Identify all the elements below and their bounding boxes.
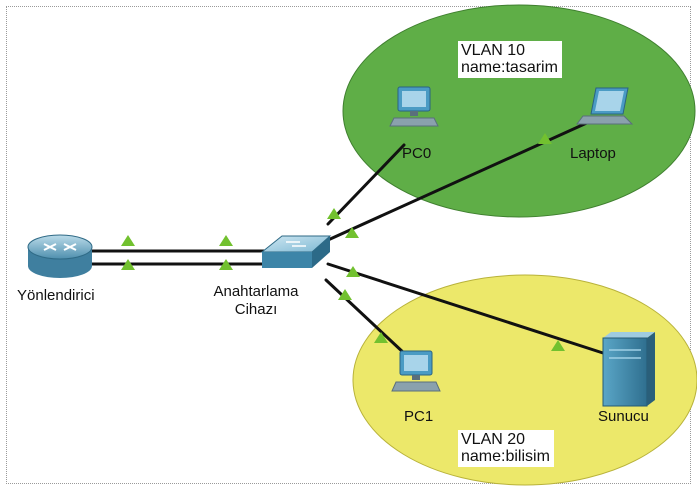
diagram-frame <box>6 6 691 484</box>
link-up-marker <box>374 332 388 343</box>
switch-icon[interactable] <box>260 235 332 268</box>
link-up-marker <box>346 266 360 277</box>
link-markers <box>121 133 565 351</box>
link-switch-server <box>326 262 605 355</box>
vlan20-zone <box>352 274 697 486</box>
link-up-marker <box>219 259 233 270</box>
switch-label-line2: Cihazı <box>234 301 278 318</box>
vlan20-label: VLAN 20 name:bilisim <box>458 430 554 467</box>
link-switch-pc0 <box>326 143 406 226</box>
desktop-pc-icon[interactable] <box>389 86 439 127</box>
router-label: Yönlendirici <box>17 287 95 304</box>
laptop-icon[interactable] <box>576 87 634 125</box>
vlan10-zone <box>342 4 696 218</box>
desktop-pc-icon[interactable] <box>391 350 441 392</box>
router-icon[interactable] <box>27 234 93 278</box>
vlan20-name: name:bilisim <box>461 448 550 465</box>
link-up-marker <box>338 289 352 300</box>
link-switch-laptop <box>326 115 602 242</box>
server-label: Sunucu <box>598 408 649 425</box>
laptop-label: Laptop <box>570 145 616 162</box>
vlan10-title: VLAN 10 <box>461 42 526 59</box>
link-up-marker <box>121 235 135 246</box>
link-switch-pc1 <box>324 278 407 356</box>
link-up-marker <box>538 133 552 144</box>
link-up-marker <box>551 340 565 351</box>
link-up-marker <box>327 208 341 219</box>
server-icon[interactable] <box>602 332 655 407</box>
switch-label-line1: Anahtarlama <box>213 283 299 300</box>
vlan10-name: name:tasarim <box>461 59 558 76</box>
vlan20-title: VLAN 20 <box>461 431 526 448</box>
switch-label: Anahtarlama Cihazı <box>196 283 316 319</box>
pc1-label: PC1 <box>404 408 434 425</box>
links <box>90 115 605 356</box>
pc0-label: PC0 <box>402 145 432 162</box>
link-up-marker <box>345 227 359 238</box>
link-up-marker <box>219 235 233 246</box>
link-up-marker <box>121 259 135 270</box>
vlan10-label: VLAN 10 name:tasarim <box>458 41 562 78</box>
